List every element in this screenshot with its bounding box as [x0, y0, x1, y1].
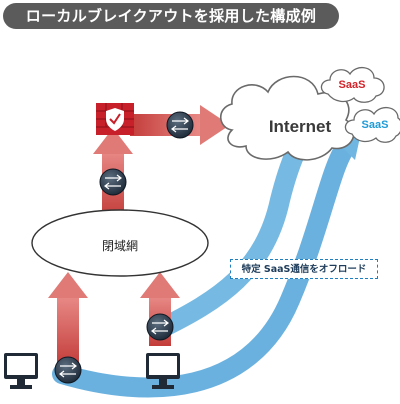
closed-network-ellipse — [31, 209, 209, 277]
router-icon — [146, 313, 174, 341]
uplink-arrow-left — [48, 272, 88, 366]
diagram-title: ローカルブレイクアウトを採用した構成例 — [3, 3, 339, 29]
closed-network-label: 閉域網 — [101, 239, 138, 253]
firewall-icon — [96, 103, 134, 135]
saas-label-right: SaaS — [361, 119, 389, 131]
saas-cloud-right — [344, 107, 400, 143]
internet-cloud — [219, 75, 355, 161]
pc-icon — [146, 353, 180, 389]
offload-label: 特定 SaaS通信をオフロード — [230, 259, 378, 279]
router-icon — [166, 111, 194, 139]
router-icon — [54, 356, 82, 384]
router-icon — [99, 168, 127, 196]
pc-icon — [4, 353, 38, 389]
internet-label: Internet — [268, 117, 332, 136]
saas-cloud-top — [320, 67, 385, 103]
saas-label-top: SaaS — [338, 79, 366, 91]
